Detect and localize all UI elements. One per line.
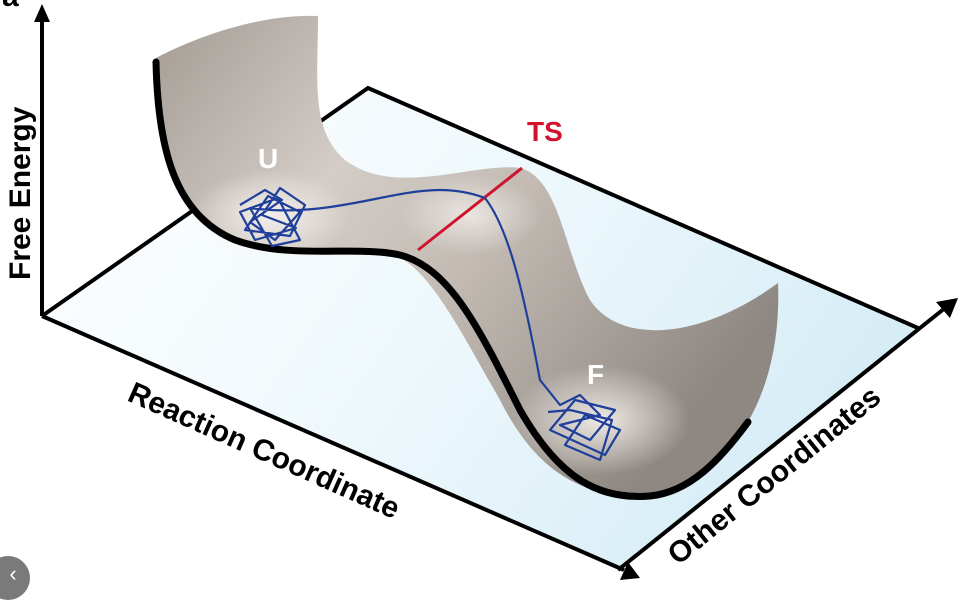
nav-button-glyph: ‹ [9,561,17,586]
reaction-coordinate-arrowhead [620,562,640,580]
panel-label: a [2,0,19,13]
unfolded-state-label: U [258,143,278,174]
saddle-highlight [400,175,540,255]
free-energy-axis-label: Free Energy [4,106,37,280]
folded-well-highlight [510,365,690,475]
folded-state-label: F [587,359,604,390]
transition-state-label: TS [527,116,563,147]
free-energy-axis-arrowhead [34,4,50,22]
other-coordinates-axis [616,306,947,572]
trajectory-path [238,186,622,462]
other-coordinates-arrowhead [936,298,958,318]
surface-front-profile [152,58,752,500]
floor-back-edge [40,85,919,330]
reaction-coordinate-axis [41,314,625,572]
transition-state-line [417,166,523,252]
